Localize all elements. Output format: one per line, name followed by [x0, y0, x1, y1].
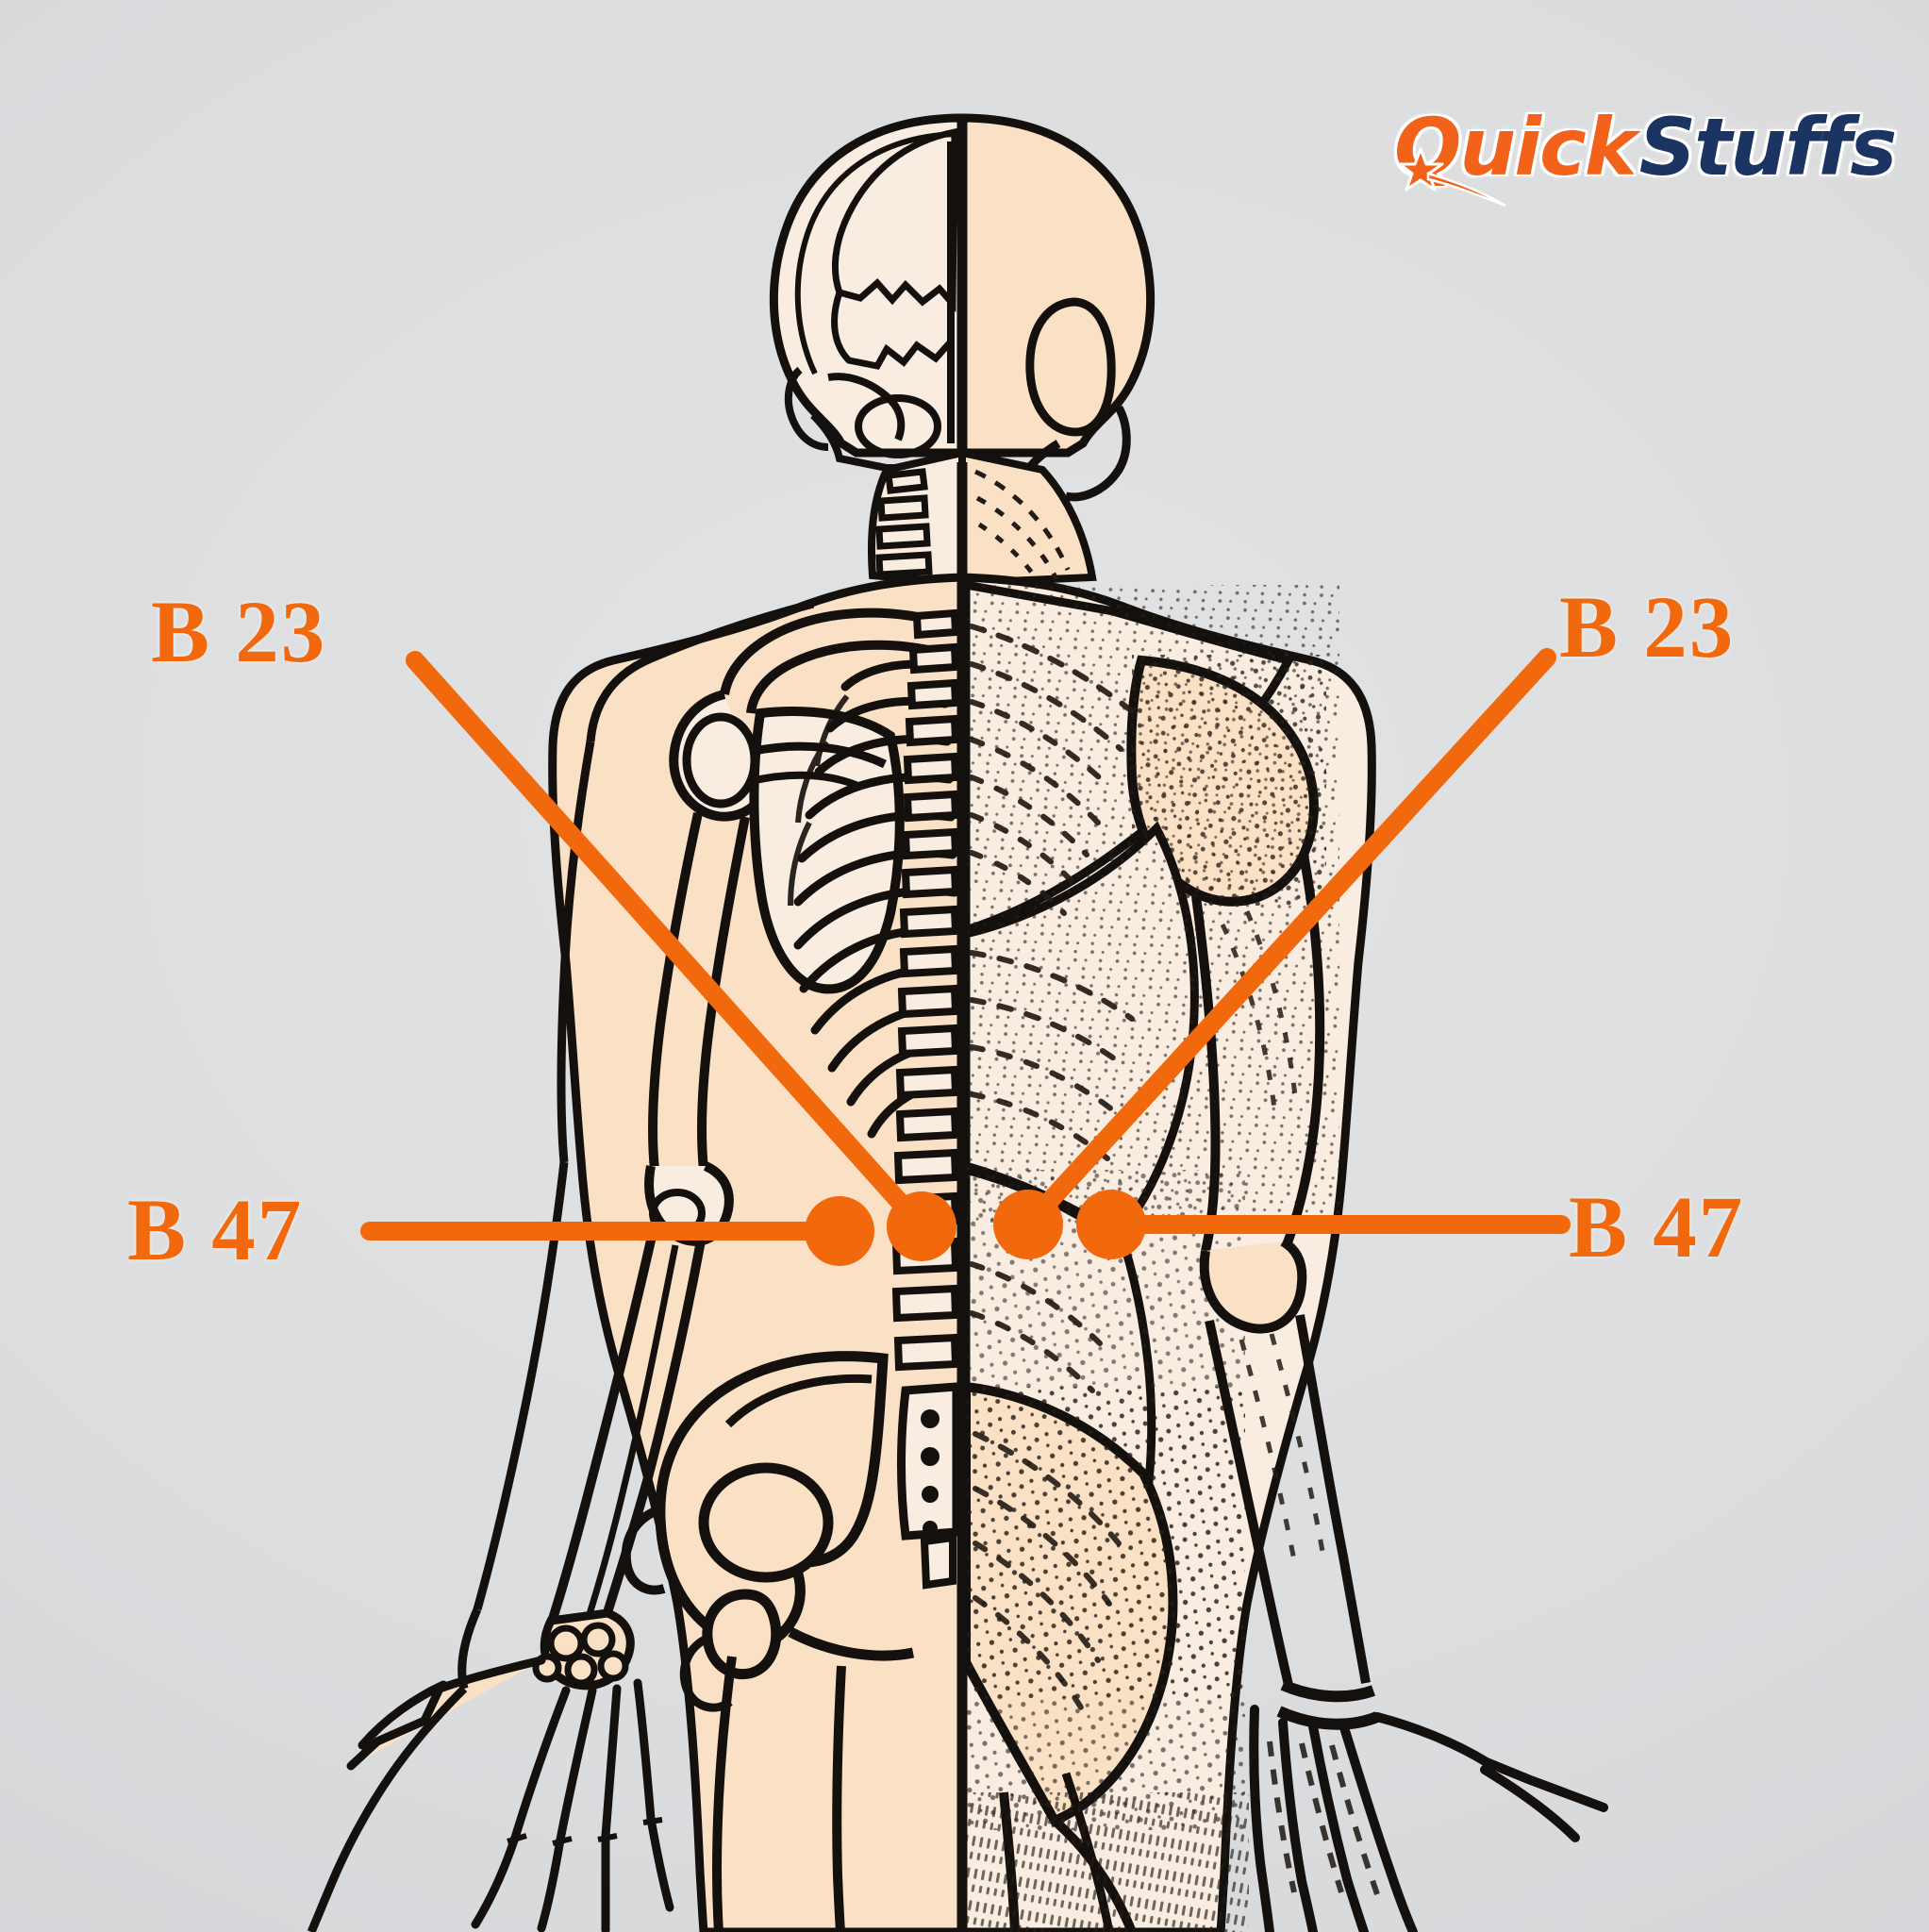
neck-group — [867, 448, 1097, 607]
label-b47-left: B 47 — [127, 1182, 304, 1279]
muscular-hand — [1249, 1705, 1608, 1932]
label-b23-right: B 23 — [1559, 579, 1736, 676]
right-arm-group — [1191, 854, 1608, 1932]
figure-group — [307, 113, 1608, 1932]
label-b23-left: B 23 — [151, 584, 327, 681]
head-group — [769, 113, 1156, 502]
phalanx-joints — [507, 1817, 663, 1846]
cervical-spine — [875, 468, 935, 607]
label-b47-right: B 47 — [1569, 1179, 1745, 1276]
carpal-bones — [532, 1608, 635, 1690]
left-arm-group — [307, 741, 595, 1932]
skeletal-hand — [346, 1656, 674, 1932]
pelvis-group — [621, 1351, 915, 1680]
